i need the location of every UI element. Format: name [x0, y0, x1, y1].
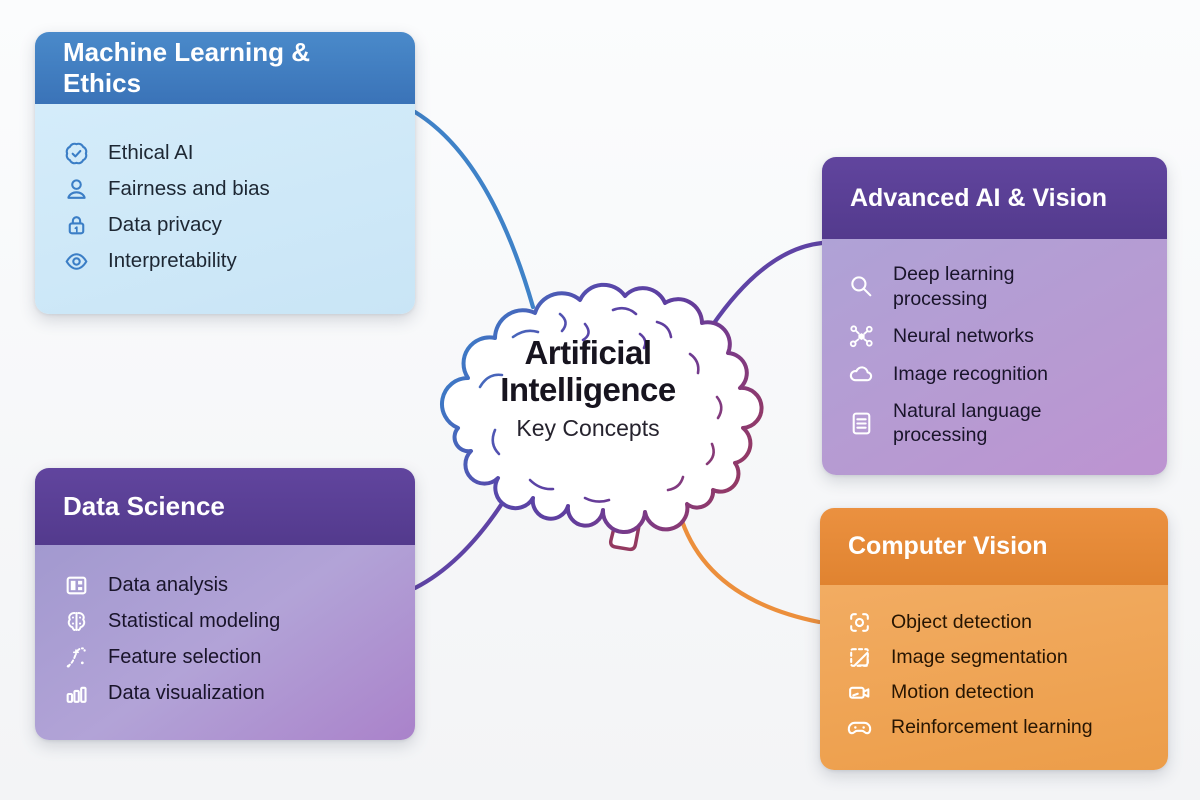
list-item: Image recognition: [848, 361, 1149, 388]
item-label: Reinforcement learning: [891, 715, 1093, 738]
lock-icon: [63, 212, 90, 239]
card-title: Computer Vision: [848, 532, 1048, 560]
item-label: Motion detection: [891, 680, 1035, 703]
item-label: Object detection: [891, 610, 1032, 633]
item-label: Data analysis: [108, 573, 229, 596]
card-title: Data Science: [63, 491, 225, 521]
segmentation-icon: [846, 644, 873, 671]
item-label: Natural language processing: [893, 399, 1042, 447]
list-item: Data visualization: [63, 680, 395, 707]
diagram-title: Artificial Intelligence: [500, 334, 676, 409]
list-item: Natural language processing: [848, 399, 1149, 449]
list-item: Data analysis: [63, 572, 395, 599]
item-label: Data visualization: [108, 681, 265, 704]
card-title: Machine Learning & Ethics: [63, 37, 311, 98]
card-machine-learning-ethics: Machine Learning & Ethics Ethical AI: [35, 32, 415, 314]
card-header: Machine Learning & Ethics: [35, 32, 415, 104]
object-detection-icon: [846, 609, 873, 636]
item-label: Fairness and bias: [108, 176, 270, 200]
list-item: Reinforcement learning: [846, 714, 1154, 741]
brain-stats-icon: [63, 608, 90, 635]
bar-chart-icon: [63, 680, 90, 707]
list-item: Ethical AI: [63, 140, 395, 167]
eye-icon: [63, 248, 90, 275]
item-label: Ethical AI: [108, 140, 194, 164]
list-item: Neural networks: [848, 323, 1149, 350]
card-body: Deep learning processing Neural networks: [822, 239, 1167, 475]
connector-ml-to-brain: [412, 109, 536, 310]
neural-network-icon: [848, 323, 875, 350]
card-body: Ethical AI Fairness and bias: [35, 104, 415, 314]
document-icon: [848, 410, 875, 437]
list-item: Statistical modeling: [63, 608, 395, 635]
item-label: Data privacy: [108, 212, 222, 236]
person-icon: [63, 176, 90, 203]
card-header: Data Science: [35, 468, 415, 545]
game-controller-icon: [846, 714, 873, 741]
badge-check-icon: [63, 140, 90, 167]
feature-path-icon: [63, 644, 90, 671]
brain-outline: [440, 282, 764, 534]
brain-illustration: [440, 282, 764, 552]
diagram-subtitle: Key Concepts: [516, 414, 660, 441]
card-computer-vision: Computer Vision Object detection: [820, 508, 1168, 770]
list-item: Image segmentation: [846, 644, 1154, 671]
item-label: Neural networks: [893, 324, 1034, 347]
item-label: Image recognition: [893, 362, 1049, 385]
item-label: Interpretability: [108, 248, 237, 272]
item-label: Image segmentation: [891, 645, 1068, 668]
dashboard-icon: [63, 572, 90, 599]
card-body: Data analysis Statistical modeling: [35, 545, 415, 740]
cloud-icon: [848, 361, 875, 388]
list-item: Deep learning processing: [848, 262, 1149, 312]
item-label: Feature selection: [108, 645, 262, 668]
list-item: Interpretability: [63, 248, 395, 275]
card-body: Object detection Image segmentation: [820, 585, 1168, 770]
card-header: Advanced AI & Vision: [822, 157, 1167, 239]
list-item: Data privacy: [63, 212, 395, 239]
brain-gyri-detail: [478, 306, 723, 503]
card-header: Computer Vision: [820, 508, 1168, 585]
list-item: Feature selection: [63, 644, 395, 671]
list-item: Object detection: [846, 609, 1154, 636]
card-advanced-ai-vision: Advanced AI & Vision Deep learning proce…: [822, 157, 1167, 475]
list-item: Motion detection: [846, 679, 1154, 706]
item-label: Deep learning processing: [893, 262, 1015, 310]
center-label: Artificial Intelligence Key Concepts: [483, 334, 693, 442]
magnifier-icon: [848, 273, 875, 300]
list-item: Fairness and bias: [63, 176, 395, 203]
video-camera-icon: [846, 679, 873, 706]
card-data-science: Data Science Data analysis: [35, 468, 415, 740]
connector-cv-to-brain: [679, 518, 822, 625]
card-title: Advanced AI & Vision: [850, 183, 1108, 212]
connector-ai-to-brain: [709, 240, 825, 329]
item-label: Statistical modeling: [108, 609, 281, 632]
